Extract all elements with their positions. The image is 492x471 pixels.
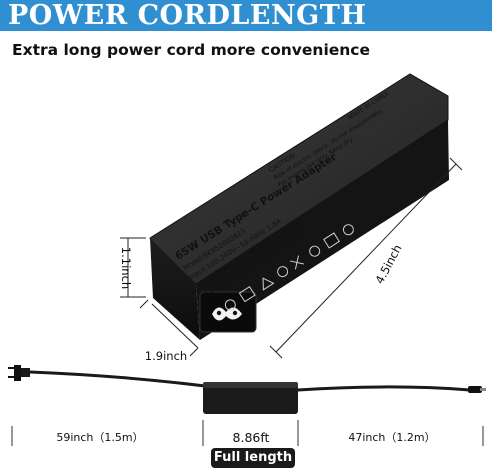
dimension-width — [139, 299, 199, 357]
cord-left-length: 59inch（1.5m） — [56, 431, 143, 444]
height-label: 1.1inch — [119, 247, 133, 289]
cord-total-length: 8.86ft — [233, 430, 270, 445]
subtitle: Extra long power cord more convenience — [12, 41, 371, 59]
power-adapter: 65W USB Type-C Power Adapter Model:SK952… — [149, 73, 449, 340]
cord-adapter-body — [203, 382, 298, 414]
full-length-badge: Full length — [211, 448, 295, 468]
adapter-side-face — [196, 120, 449, 340]
width-label: 1.9inch — [145, 349, 187, 363]
length-label: 4.5inch — [372, 242, 404, 286]
dimension-height — [120, 237, 146, 298]
dimension-length — [269, 157, 463, 359]
banner-title: POWER CORDLENGTH — [0, 0, 492, 31]
certification-icons — [224, 224, 354, 311]
cord-measure-lines — [11, 420, 484, 446]
adapter-front-face — [150, 238, 200, 340]
power-cord — [8, 365, 486, 414]
cord-right-length: 47inch（1.2m） — [348, 431, 435, 444]
ac-socket — [199, 291, 257, 333]
ac-plug — [8, 365, 30, 381]
